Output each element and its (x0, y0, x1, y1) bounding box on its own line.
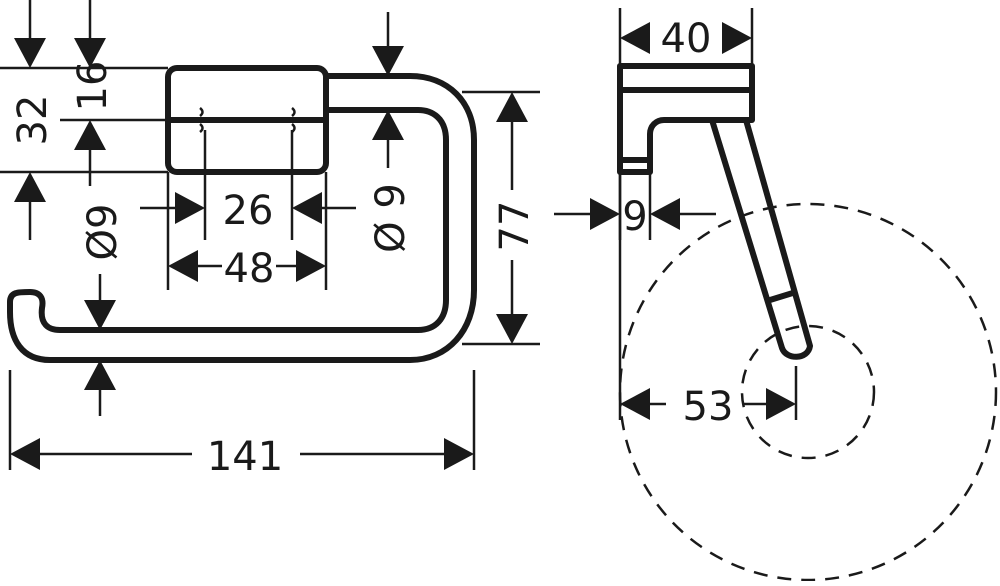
dim-26-arrow-left (175, 192, 205, 224)
dim-32-arrow-top (14, 38, 46, 68)
side-view: 40 9 53 (554, 8, 998, 582)
dim-53-label: 53 (683, 384, 734, 430)
dim-48-arrow-right (296, 250, 326, 282)
dim-9-arrow-right (650, 198, 680, 230)
dim-16-arrow-top (74, 38, 106, 68)
dim-o9-left-label: Ø9 (80, 204, 126, 261)
dim-48-label: 48 (224, 246, 275, 292)
dim-141-label: 141 (207, 434, 283, 480)
roll-outer-circle (618, 202, 998, 582)
dim-o9-left-arrow-bottom (84, 360, 116, 390)
dim-40-arrow-left (620, 22, 650, 54)
roll-core-circle (740, 324, 876, 460)
side-mount-block (617, 63, 755, 175)
dim-16-arrow-bottom (74, 120, 106, 150)
dim-48-arrow-left (168, 250, 198, 282)
dim-32-arrow-bottom (14, 172, 46, 202)
dim-141-arrow-left (10, 438, 40, 470)
holder-arm-outer (7, 73, 477, 363)
dim-o9-right-label: Ø 9 (368, 183, 414, 253)
dim-77-arrow-bottom (496, 314, 528, 344)
dim-53-arrow-right (766, 388, 796, 420)
dim-9-arrow-left (590, 198, 620, 230)
dim-16-label: 16 (70, 61, 116, 112)
dim-141-arrow-right (444, 438, 474, 470)
dim-77-arrow-top (496, 92, 528, 122)
dim-o9-right-arrow-top (372, 46, 404, 76)
dim-9-label: 9 (622, 194, 647, 240)
dim-o9-right-arrow-bottom (372, 110, 404, 140)
dim-32-label: 32 (10, 95, 56, 146)
dim-40-arrow-right (722, 22, 752, 54)
dim-77-label: 77 (492, 201, 538, 252)
side-rod-tip-line (769, 289, 797, 303)
dim-26-arrow-right (292, 192, 322, 224)
side-rod (709, 119, 813, 360)
dim-26-label: 26 (223, 188, 274, 234)
dim-53-arrow-left (620, 388, 650, 420)
dim-40-label: 40 (661, 16, 712, 62)
front-view: 32 16 Ø9 26 48 Ø 9 7 (0, 0, 540, 480)
screw-hint-left (199, 107, 204, 133)
dim-o9-left-arrow-top (84, 300, 116, 330)
